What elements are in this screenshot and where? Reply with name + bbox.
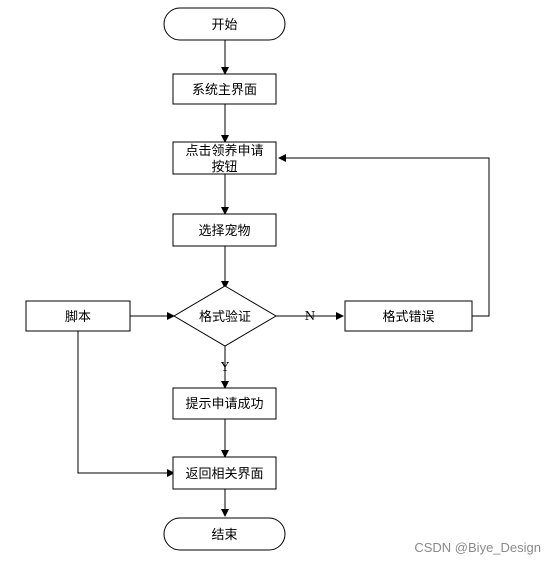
- main-ui-node: 系统主界面: [172, 73, 277, 105]
- edge-label-no: N: [305, 309, 316, 323]
- return-page-node: 返回相关界面: [172, 456, 277, 490]
- format-error-label: 格式错误: [382, 309, 434, 325]
- format-error-node: 格式错误: [344, 300, 473, 332]
- prompt-success-label: 提示申请成功: [185, 396, 263, 412]
- watermark-text: CSDN @Biye_Design: [414, 540, 541, 555]
- start-node: 开始: [163, 7, 286, 41]
- script-label: 脚本: [65, 309, 91, 325]
- select-pet-node: 选择宠物: [172, 213, 277, 247]
- edge-label-yes: Y: [220, 360, 230, 374]
- edge-script-to-return-page: [77, 331, 175, 477]
- start-label: 开始: [211, 18, 237, 33]
- connectors: [77, 40, 490, 517]
- main-ui-label: 系统主界面: [192, 83, 257, 98]
- script-node: 脚本: [25, 300, 131, 332]
- end-node: 结束: [163, 517, 286, 551]
- format-check-label: 格式验证: [199, 309, 251, 325]
- format-check-decision: 格式验证: [173, 285, 277, 347]
- end-label: 结束: [211, 528, 237, 543]
- select-pet-label: 选择宠物: [198, 223, 250, 239]
- edge-format-error-loop-back: [278, 154, 490, 317]
- prompt-success-node: 提示申请成功: [172, 387, 277, 420]
- return-page-label: 返回相关界面: [185, 467, 263, 482]
- click-apply-label-line1: 点击领养申请: [185, 143, 263, 159]
- click-apply-label-line2: 按钮: [211, 160, 237, 175]
- click-apply-node: 点击领养申请 按钮: [172, 141, 277, 175]
